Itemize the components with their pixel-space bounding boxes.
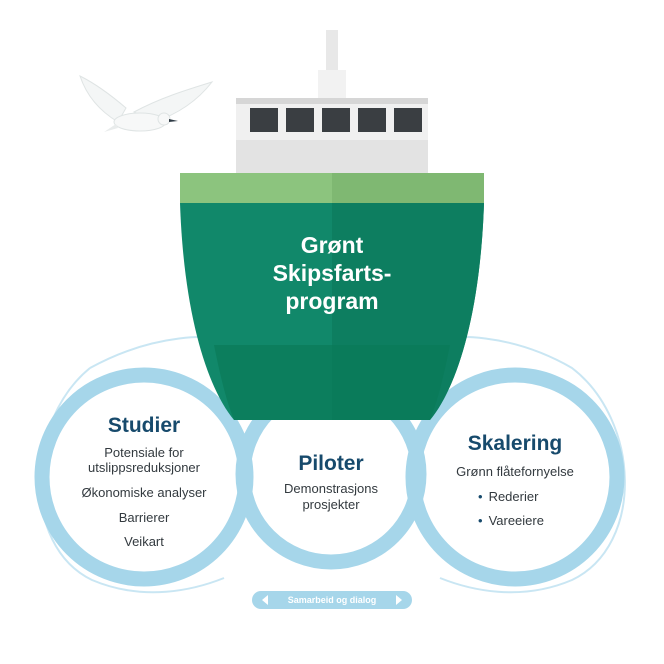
studier-heading: Studier [107, 414, 181, 437]
skalering-bullet: Vareeiere [478, 513, 558, 528]
window [286, 108, 314, 132]
ship-title-line: Skipsfarts- [272, 260, 392, 286]
skalering-bullet-label: Rederier [488, 489, 539, 504]
chevron-left-icon [262, 595, 268, 605]
window [250, 108, 278, 132]
skalering-intro: Grønn flåtefornyelse [456, 464, 574, 479]
ship-hull-lower [214, 345, 450, 420]
ship-bridge-shadow [236, 140, 428, 176]
studier-item: Potensiale for [104, 445, 184, 460]
chevron-right-icon [396, 595, 402, 605]
ship-title: Grønt Skipsfarts- program [232, 231, 432, 315]
samarbeid-label: Samarbeid og dialog [287, 595, 377, 605]
seagull-icon [79, 75, 214, 132]
ship-title-line: Grønt [300, 232, 364, 258]
skalering-bullet-label: Vareeiere [488, 513, 544, 528]
window [322, 108, 350, 132]
bullet-icon [478, 489, 489, 504]
window [358, 108, 386, 132]
bullet-icon [478, 513, 489, 528]
skalering-heading: Skalering [467, 432, 563, 455]
ship-title-line: program [285, 288, 379, 314]
ship-deck-right-shade [332, 173, 484, 203]
studier-item: utslippsreduksjoner [87, 460, 200, 475]
piloter-heading: Piloter [298, 452, 364, 475]
studier-item: Økonomiske analyser [81, 485, 207, 500]
skalering-bullet: Rederier [478, 489, 558, 504]
ship-windows [250, 108, 422, 132]
ship-mast-base [318, 70, 346, 100]
piloter-item: prosjekter [302, 497, 360, 512]
samarbeid-pill [252, 591, 412, 609]
studier-item: Barrierer [118, 510, 170, 525]
window [394, 108, 422, 132]
piloter-item: Demonstrasjons [284, 481, 378, 496]
studier-item: Veikart [124, 534, 164, 549]
